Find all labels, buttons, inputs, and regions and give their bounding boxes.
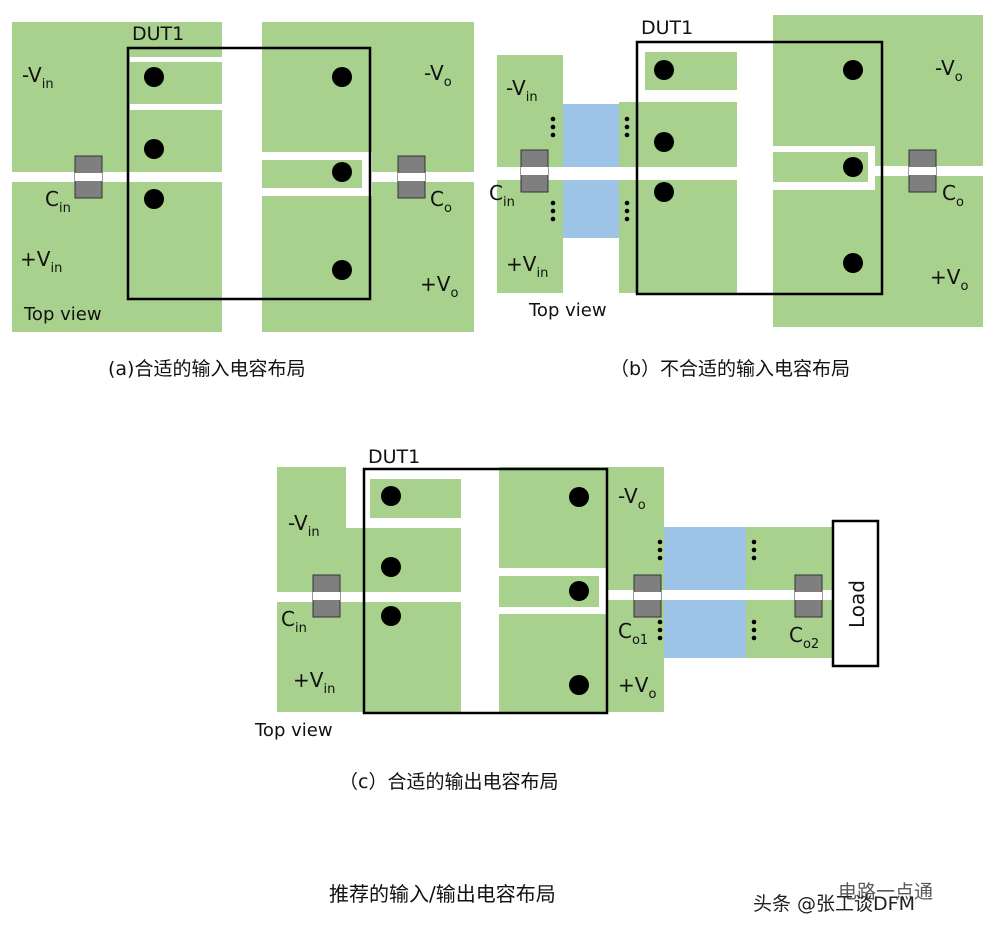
label-cin-b: Cin (489, 181, 515, 210)
caption-b: （b）不合适的输入电容布局 (610, 358, 850, 380)
label-co-a: Co (430, 187, 452, 216)
panel-a: DUT1 -Vin +Vin Cin -Vo +Vo Co Top view (… (12, 22, 474, 380)
via-dot (144, 189, 164, 209)
watermark-overlay: 电路一点通 (838, 881, 933, 903)
label-neg-vin-a: -Vin (22, 63, 54, 92)
copper-pos-vin-b (497, 180, 563, 293)
panel-b: DUT1 -Vin +Vin Cin -Vo +Vo Co Top view （… (489, 15, 983, 380)
via-dot (843, 60, 863, 80)
capacitor-cin-b (520, 149, 549, 193)
dut-outline-c (362, 467, 609, 715)
copper-pos-vin-a (12, 182, 222, 332)
copper-neg-vo-c (499, 467, 664, 590)
copper-neg-vo-b (773, 15, 983, 166)
via-dot (381, 606, 401, 626)
via-dot (569, 581, 589, 601)
capacitor-cin-a (74, 155, 103, 199)
dut-label-c: DUT1 (368, 446, 420, 468)
label-cin-c: Cin (281, 607, 307, 636)
copper-neg-vin-b (497, 55, 563, 167)
dut-outline-a (126, 46, 372, 301)
label-neg-vin-b: -Vin (506, 76, 538, 105)
via-dot (654, 132, 674, 152)
label-cin-a: Cin (45, 187, 71, 216)
label-pos-vo-b: +Vo (930, 265, 968, 294)
capacitor-co2-c (794, 574, 823, 618)
copper-pad-top-a (130, 62, 222, 104)
via-dot (332, 260, 352, 280)
copper-pos-vo-a (262, 182, 474, 332)
via-dot (569, 675, 589, 695)
copper-pos-vo-b (773, 176, 983, 327)
capacitor-co-a (397, 155, 426, 199)
load-box (831, 519, 880, 668)
via-dots-b (550, 116, 630, 222)
capacitor-co-b (908, 149, 937, 193)
via-dot (332, 162, 352, 182)
via-fill-lower-b (563, 180, 619, 238)
via-dot (144, 139, 164, 159)
via-dot (843, 157, 863, 177)
dut-label-a: DUT1 (132, 23, 184, 45)
dut-outline-b (635, 40, 884, 296)
via-dots-c (657, 539, 757, 641)
top-view-label-c: Top view (254, 720, 333, 741)
top-view-label-a: Top view (23, 304, 102, 325)
via-dot (144, 67, 164, 87)
load-label: Load (845, 580, 869, 628)
label-pos-vo-a: +Vo (420, 272, 458, 301)
label-neg-vo-b: -Vo (935, 56, 963, 85)
panel-c: DUT1 Load -Vin +Vin Cin -Vo +Vo Co1 C (254, 446, 880, 793)
capacitor-co1-c (633, 574, 662, 618)
via-dot (654, 60, 674, 80)
via-dot (381, 486, 401, 506)
label-co-b: Co (942, 181, 964, 210)
watermark: 头条 @张工谈DFM (753, 893, 915, 915)
copper-neg-vin-c (277, 467, 461, 592)
via-fill-lower-c (664, 600, 746, 658)
via-fill-upper-b (563, 104, 619, 167)
label-co1-c: Co1 (618, 619, 648, 648)
label-co2-c: Co2 (789, 623, 819, 652)
label-neg-vin-c: -Vin (288, 511, 320, 540)
dut-label-b: DUT1 (641, 17, 693, 39)
caption-c: （c）合适的输出电容布局 (339, 771, 558, 793)
caption-a: (a)合适的输入电容布局 (108, 358, 305, 380)
copper-neg-vin-dut-b (619, 102, 737, 167)
capacitor-cin-c (312, 574, 341, 618)
copper-neg-vo-a (262, 22, 474, 172)
copper-neg-vin-a (12, 22, 222, 172)
via-dot (843, 253, 863, 273)
copper-pos-vin-c (277, 602, 461, 712)
via-dot (569, 487, 589, 507)
top-view-label-b: Top view (528, 300, 607, 321)
copper-pos-vo-c (499, 600, 664, 712)
via-fill-upper-c (664, 527, 746, 590)
label-neg-vo-a: -Vo (424, 61, 452, 90)
via-dot (381, 557, 401, 577)
footer-title: 推荐的输入/输出电容布局 (329, 882, 556, 906)
label-pos-vin-b: +Vin (506, 252, 548, 281)
copper-pos-vin-dut-b (619, 180, 737, 293)
label-pos-vin-a: +Vin (20, 247, 62, 276)
label-pos-vin-c: +Vin (293, 668, 335, 697)
label-neg-vo-c: -Vo (618, 484, 646, 513)
via-dot (332, 67, 352, 87)
via-dot (654, 182, 674, 202)
label-pos-vo-c: +Vo (618, 673, 656, 702)
